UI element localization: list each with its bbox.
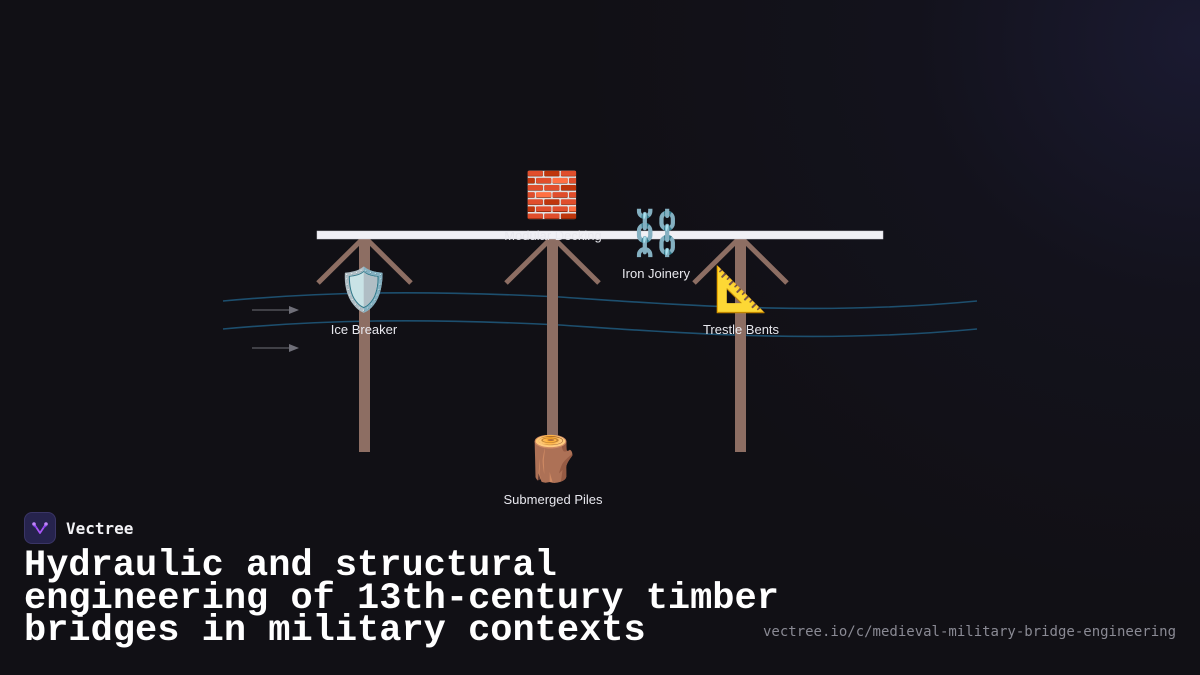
water-line-upper — [222, 291, 978, 310]
node-modular-decking: 🧱 Modular Decking — [504, 170, 602, 243]
pier-center — [504, 235, 601, 452]
pier-right — [692, 235, 789, 452]
trestle-bents-label: Trestle Bents — [703, 322, 780, 337]
modular-decking-label: Modular Decking — [504, 228, 602, 243]
page-url[interactable]: vectree.io/c/medieval-military-bridge-en… — [762, 624, 1176, 640]
brand[interactable]: Vectree — [24, 512, 133, 544]
iron-joinery-label: Iron Joinery — [622, 266, 690, 281]
submerged-piles-label: Submerged Piles — [504, 492, 603, 507]
log-icon: 🪵 — [525, 434, 580, 485]
triangular-ruler-icon: 📐 — [714, 264, 769, 315]
shield-icon: 🛡️ — [338, 265, 390, 314]
bricks-icon: 🧱 — [525, 170, 580, 221]
water-line-lower — [222, 319, 978, 338]
brand-name: Vectree — [66, 518, 134, 538]
node-trestle-bents: 📐 Trestle Bents — [703, 264, 780, 337]
vectree-logo-icon — [24, 512, 56, 544]
node-ice-breaker: 🛡️ Ice Breaker — [331, 265, 398, 337]
node-iron-joinery: ⛓️ Iron Joinery — [622, 208, 690, 281]
page-title: Hydraulic and structural engineering of … — [24, 545, 779, 652]
bridge-deck — [316, 230, 884, 240]
pier-left — [316, 235, 413, 452]
ice-breaker-label: Ice Breaker — [331, 322, 398, 337]
node-submerged-piles: 🪵 Submerged Piles — [504, 434, 603, 507]
chain-icon: ⛓️ — [629, 208, 684, 259]
